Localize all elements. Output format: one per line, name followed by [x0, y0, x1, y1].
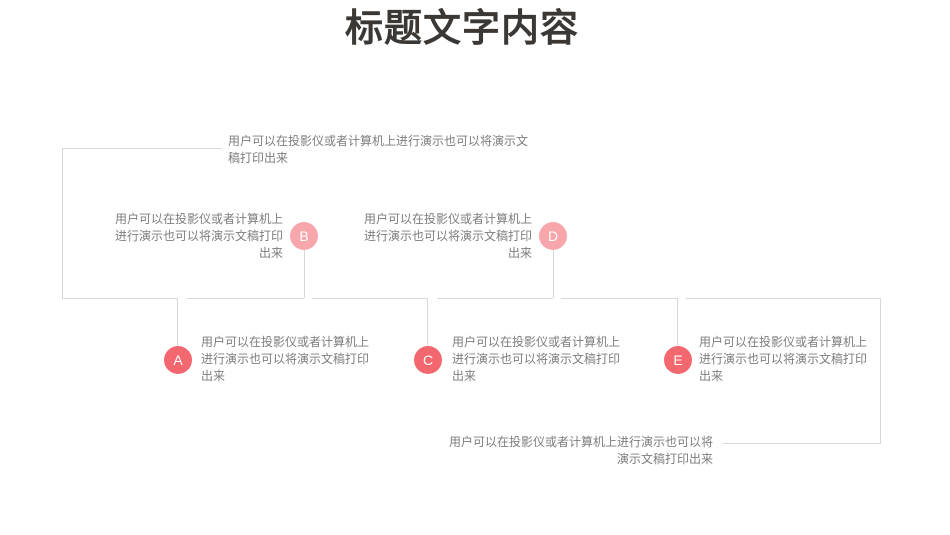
slide-title: 标题文字内容 [344, 8, 579, 50]
timeline-axis-segment-3 [312, 298, 428, 299]
connector-left-vertical [62, 148, 63, 299]
node-e-description: 用户可以在投影仪或者计算机上 进行演示也可以将演示文稿打印 出来 [699, 334, 879, 385]
description-line: 进行演示也可以将演示文稿打印 [201, 352, 370, 366]
node-b-description: 用户可以在投影仪或者计算机上 进行演示也可以将演示文稿打印 出来 [103, 211, 283, 262]
connector-right-vertical [880, 298, 881, 444]
node-e-badge: E [664, 346, 692, 374]
description-line: 出来 [507, 246, 532, 260]
description-line: 用户可以在投影仪或者计算机上进行演示也可以将演示文 [228, 134, 529, 148]
timeline-axis-segment-2 [187, 298, 304, 299]
node-d-stem [553, 250, 554, 298]
node-c-description: 用户可以在投影仪或者计算机上 进行演示也可以将演示文稿打印 出来 [452, 334, 632, 385]
timeline-axis-segment-4 [437, 298, 553, 299]
node-e-stem [677, 298, 678, 346]
timeline-axis-segment-6 [686, 298, 881, 299]
node-b-badge: B [290, 222, 318, 250]
node-a-stem [177, 298, 178, 346]
node-a-badge: A [164, 346, 192, 374]
description-line: 用户可以在投影仪或者计算机上 [699, 335, 868, 349]
description-line: 出来 [452, 369, 477, 383]
node-c-badge: C [414, 346, 442, 374]
description-line: 进行演示也可以将演示文稿打印 [699, 352, 868, 366]
description-line: 用户可以在投影仪或者计算机上 [201, 335, 370, 349]
connector-bottom-right-horizontal [723, 443, 881, 444]
description-line: 出来 [258, 246, 283, 260]
node-d-badge: D [539, 222, 567, 250]
description-line: 出来 [201, 369, 226, 383]
node-a-description: 用户可以在投影仪或者计算机上 进行演示也可以将演示文稿打印 出来 [201, 334, 381, 385]
node-b-stem [304, 250, 305, 298]
description-line: 用户可以在投影仪或者计算机上进行演示也可以将 [448, 435, 713, 449]
description-line: 演示文稿打印出来 [616, 452, 713, 466]
description-line: 进行演示也可以将演示文稿打印 [452, 352, 621, 366]
description-line: 稿打印出来 [228, 151, 289, 165]
description-line: 用户可以在投影仪或者计算机上 [452, 335, 621, 349]
timeline-axis-segment-1 [62, 298, 178, 299]
top-left-description: 用户可以在投影仪或者计算机上进行演示也可以将演示文 稿打印出来 [228, 133, 538, 167]
description-line: 出来 [699, 369, 724, 383]
description-line: 用户可以在投影仪或者计算机上 [114, 212, 283, 226]
description-line: 进行演示也可以将演示文稿打印 [114, 229, 283, 243]
description-line: 用户可以在投影仪或者计算机上 [363, 212, 532, 226]
bottom-right-description: 用户可以在投影仪或者计算机上进行演示也可以将 演示文稿打印出来 [433, 434, 713, 468]
description-line: 进行演示也可以将演示文稿打印 [363, 229, 532, 243]
timeline-axis-segment-5 [561, 298, 678, 299]
connector-top-left-horizontal [62, 148, 222, 149]
node-d-description: 用户可以在投影仪或者计算机上 进行演示也可以将演示文稿打印 出来 [352, 211, 532, 262]
node-c-stem [427, 298, 428, 346]
